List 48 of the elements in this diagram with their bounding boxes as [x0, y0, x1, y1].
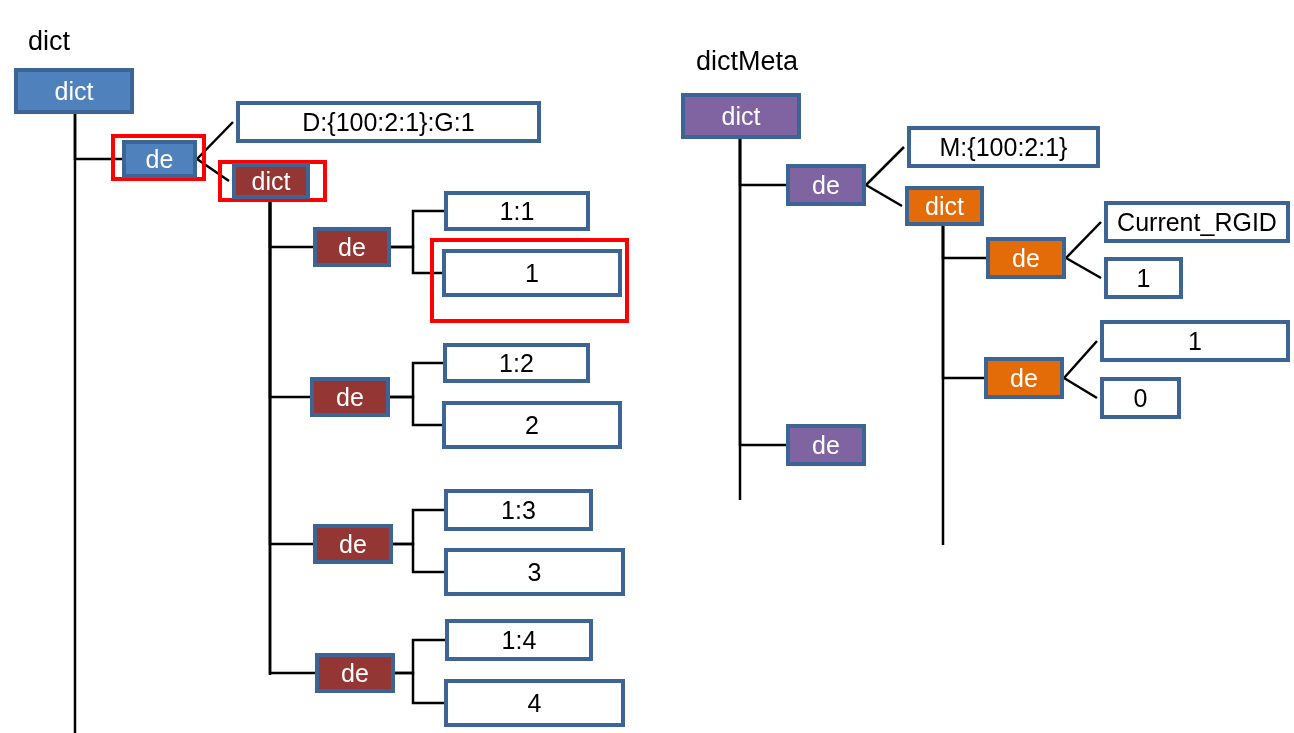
tree-heading: dictMeta	[696, 46, 799, 77]
value-box: 4	[444, 679, 625, 727]
connector-line	[391, 245, 442, 275]
entry-box: de	[786, 164, 866, 206]
value-box: 2	[442, 401, 622, 449]
connector-line	[941, 226, 984, 380]
value-box: 3	[444, 548, 625, 596]
value-box: 1:1	[444, 191, 590, 231]
value-box: 1:2	[443, 343, 590, 383]
tree-heading: dict	[28, 26, 71, 57]
value-box: M:{100:2:1}	[907, 126, 1100, 168]
entry-box: de	[986, 237, 1066, 279]
connector-line	[865, 183, 903, 208]
entry-box: dict	[905, 186, 984, 226]
connector-line	[1063, 340, 1098, 379]
connector-line	[865, 146, 905, 186]
connector-line	[395, 671, 444, 705]
highlight-frame	[430, 238, 629, 323]
connector-line	[1065, 221, 1102, 259]
connector-line	[268, 199, 315, 675]
entry-box: dict	[232, 163, 310, 199]
value-box: 1	[1104, 257, 1183, 299]
entry-box: de	[310, 377, 390, 417]
highlight-frame	[218, 160, 327, 202]
value-box: D:{100:2:1}:G:1	[236, 101, 541, 143]
connector-line	[738, 139, 786, 447]
value-box: 1	[442, 249, 622, 297]
entry-box: de	[786, 424, 866, 466]
value-box: Current_RGID	[1104, 201, 1290, 243]
connector-line	[1065, 256, 1102, 280]
value-box: 1:4	[445, 619, 593, 661]
value-box: 1:3	[444, 489, 593, 531]
connector-line	[393, 542, 444, 574]
value-box: 1	[1100, 320, 1290, 362]
entry-box: de	[984, 357, 1064, 399]
highlight-frame	[111, 134, 206, 181]
connector-line	[73, 114, 122, 161]
connector-line	[196, 121, 234, 160]
entry-box: de	[313, 524, 393, 564]
entry-box: de	[313, 227, 391, 267]
entry-box: de	[315, 653, 395, 693]
dict-box: de	[122, 140, 197, 178]
dict-box: dict	[14, 68, 134, 114]
entry-box: dict	[681, 93, 801, 139]
connector-line	[390, 395, 442, 427]
connector-line	[196, 157, 230, 183]
value-box: 0	[1100, 377, 1181, 419]
connector-line	[1063, 376, 1098, 400]
